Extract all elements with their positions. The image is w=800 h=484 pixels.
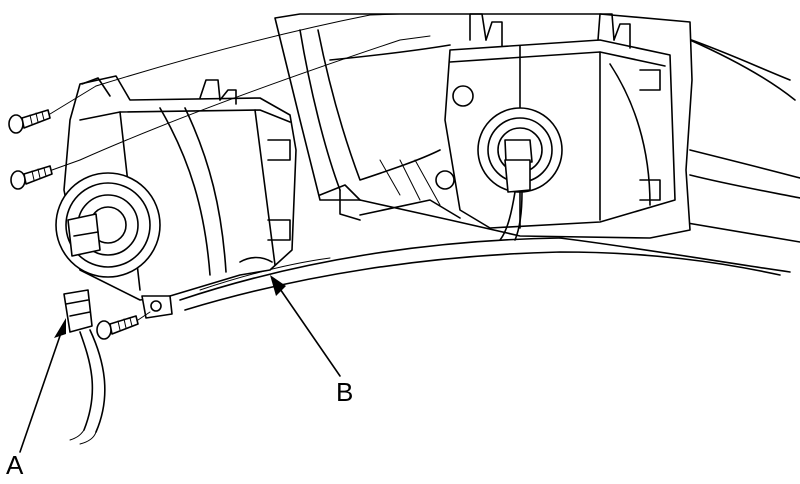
screw-middle	[10, 159, 81, 190]
connector-a	[63, 289, 106, 445]
screw-lower	[96, 311, 151, 340]
callout-label-a: A	[6, 450, 24, 480]
leader-line-b	[270, 275, 341, 377]
installed-fog-light	[435, 13, 676, 241]
leader-line-a	[19, 318, 66, 453]
fog-light-assembly-b	[55, 75, 297, 319]
callout-label-b: B	[336, 377, 354, 407]
screw-upper	[8, 85, 97, 134]
mounting-screws	[8, 13, 431, 340]
